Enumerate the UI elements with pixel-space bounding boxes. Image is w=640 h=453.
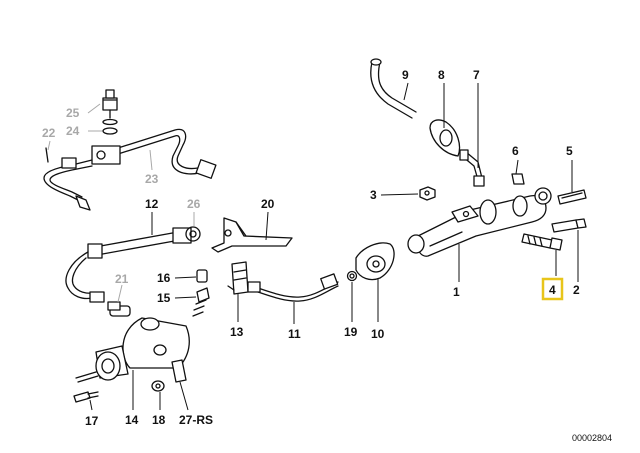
- label-2[interactable]: 2: [573, 283, 580, 297]
- label-25[interactable]: 25: [66, 106, 80, 120]
- brake-line-part-23: [91, 128, 217, 179]
- label-13[interactable]: 13: [230, 325, 244, 339]
- clutch-line-part: [247, 273, 339, 302]
- nut-part-3: [419, 186, 436, 201]
- label-6[interactable]: 6: [512, 144, 519, 158]
- bolt-part-17: [73, 391, 99, 403]
- seal-ring-part-19: [346, 270, 358, 282]
- label-27-rs[interactable]: 27-RS: [179, 413, 213, 427]
- label-24[interactable]: 24: [66, 124, 80, 138]
- brake-line-part-22: [43, 147, 93, 211]
- label-21[interactable]: 21: [115, 272, 129, 286]
- dust-cap-part: [429, 119, 461, 157]
- bleed-cap-part: [196, 269, 208, 283]
- label-4[interactable]: 4: [549, 283, 556, 297]
- label-3[interactable]: 3: [370, 188, 377, 202]
- label-12[interactable]: 12: [145, 197, 159, 211]
- label-23[interactable]: 23: [145, 172, 159, 186]
- bolt-part-18: [151, 380, 165, 392]
- label-9[interactable]: 9: [402, 68, 409, 82]
- slave-cylinder-pin-21: [107, 301, 121, 311]
- label-17[interactable]: 17: [85, 414, 99, 428]
- bolt-part-2: [551, 218, 587, 233]
- label-22[interactable]: 22: [42, 126, 56, 140]
- reservoir-hose-part: [370, 58, 417, 119]
- label-26[interactable]: 26: [187, 197, 201, 211]
- label-16[interactable]: 16: [157, 271, 171, 285]
- washer-part-24: [102, 127, 118, 135]
- master-cylinder-part: [407, 187, 552, 257]
- label-14[interactable]: 14: [125, 413, 139, 427]
- bracket-part-27: [171, 359, 187, 383]
- label-20[interactable]: 20: [261, 197, 275, 211]
- label-1[interactable]: 1: [453, 285, 460, 299]
- gasket-part: [355, 242, 395, 281]
- slave-cylinder-part: [75, 305, 190, 383]
- drawing-number: 00002804: [572, 433, 612, 443]
- bleed-screw-part: [192, 287, 210, 317]
- label-8[interactable]: 8: [438, 68, 445, 82]
- pressure-switch-part: [102, 89, 118, 126]
- callout-labels: 25 24 22 23 12 26 20 21 16 15 13 11 19 1…: [42, 68, 612, 443]
- label-5[interactable]: 5: [566, 144, 573, 158]
- bolt-part-4: [521, 233, 563, 251]
- label-10[interactable]: 10: [371, 327, 385, 341]
- clutch-hose-part: [65, 227, 192, 303]
- leader-lines: [47, 82, 579, 411]
- label-11[interactable]: 11: [288, 327, 301, 341]
- bolt-part-5: [557, 189, 587, 205]
- highlight-box: [541, 277, 564, 301]
- label-19[interactable]: 19: [344, 325, 358, 339]
- label-7[interactable]: 7: [473, 68, 480, 82]
- connector-pipe-part: [459, 149, 485, 187]
- bracket-part: [211, 217, 293, 253]
- label-18[interactable]: 18: [152, 413, 166, 427]
- label-15[interactable]: 15: [157, 291, 171, 305]
- clip-part: [227, 261, 249, 295]
- bush-part-6: [511, 173, 525, 185]
- washer-part-26: [185, 226, 201, 242]
